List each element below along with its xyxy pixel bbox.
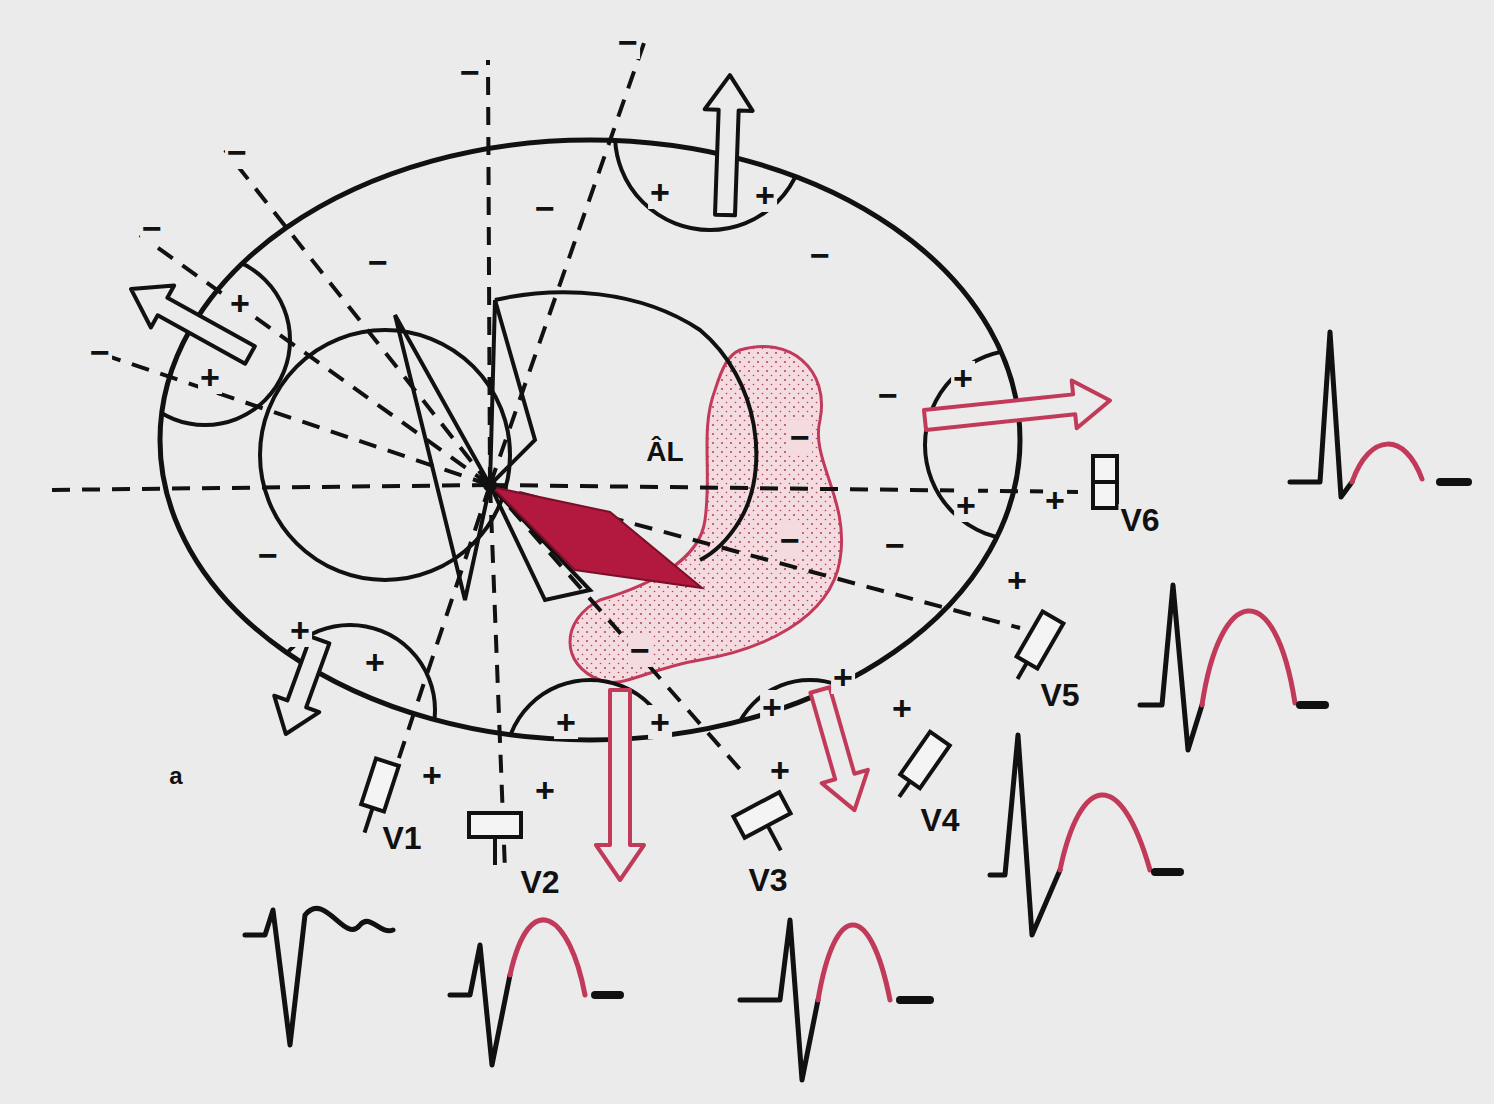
polarity-sign: + bbox=[198, 360, 222, 394]
polarity-sign: + bbox=[554, 705, 578, 739]
st-vector bbox=[492, 487, 702, 588]
polarity-sign: − bbox=[808, 238, 832, 272]
polarity-sign: − bbox=[616, 25, 640, 59]
axis-label: ÂL bbox=[644, 438, 685, 466]
polarity-sign: + bbox=[954, 488, 978, 522]
polarity-sign: − bbox=[876, 378, 900, 412]
polarity-sign: + bbox=[831, 660, 855, 694]
polarity-sign: + bbox=[951, 361, 975, 395]
polarity-sign: − bbox=[366, 245, 390, 279]
polarity-sign: + bbox=[1043, 483, 1067, 517]
polarity-sign: − bbox=[883, 528, 907, 562]
polarity-sign: + bbox=[1005, 563, 1029, 597]
polarity-sign: + bbox=[648, 175, 672, 209]
polarity-sign: − bbox=[140, 211, 164, 245]
injury-current-arrows bbox=[596, 377, 1112, 880]
depolarization-arrows bbox=[119, 74, 753, 742]
polarity-sign: − bbox=[88, 335, 112, 369]
lead-axes bbox=[45, 40, 1085, 870]
polarity-sign: − bbox=[225, 135, 249, 169]
polarity-sign: + bbox=[760, 690, 784, 724]
lead-name: V2 bbox=[518, 866, 561, 898]
polarity-sign: + bbox=[648, 705, 672, 739]
polarity-sign: + bbox=[533, 773, 557, 807]
polarity-sign: + bbox=[420, 758, 444, 792]
polarity-sign: + bbox=[288, 613, 312, 647]
electrodes bbox=[353, 456, 1117, 865]
lead-name: V6 bbox=[1118, 504, 1161, 536]
polarity-sign: + bbox=[753, 178, 777, 212]
vector-triangle bbox=[395, 315, 490, 600]
vector-triangle bbox=[490, 300, 535, 485]
polarity-sign: − bbox=[533, 191, 557, 225]
polarity-sign: + bbox=[890, 691, 914, 725]
panel-letter: а bbox=[167, 764, 184, 788]
lead-name: V5 bbox=[1038, 679, 1081, 711]
polarity-sign: − bbox=[788, 420, 812, 454]
polarity-sign: − bbox=[458, 55, 482, 89]
polarity-sign: − bbox=[256, 538, 280, 572]
ecg-traces bbox=[245, 332, 1468, 1080]
polarity-sign: + bbox=[768, 753, 792, 787]
lead-name: V4 bbox=[918, 804, 961, 836]
polarity-sign: + bbox=[228, 286, 252, 320]
lead-name: V1 bbox=[380, 822, 423, 854]
polarity-sign: − bbox=[778, 523, 802, 557]
polarity-sign: − bbox=[628, 633, 652, 667]
lead-name: V3 bbox=[746, 864, 789, 896]
polarity-sign: + bbox=[363, 645, 387, 679]
